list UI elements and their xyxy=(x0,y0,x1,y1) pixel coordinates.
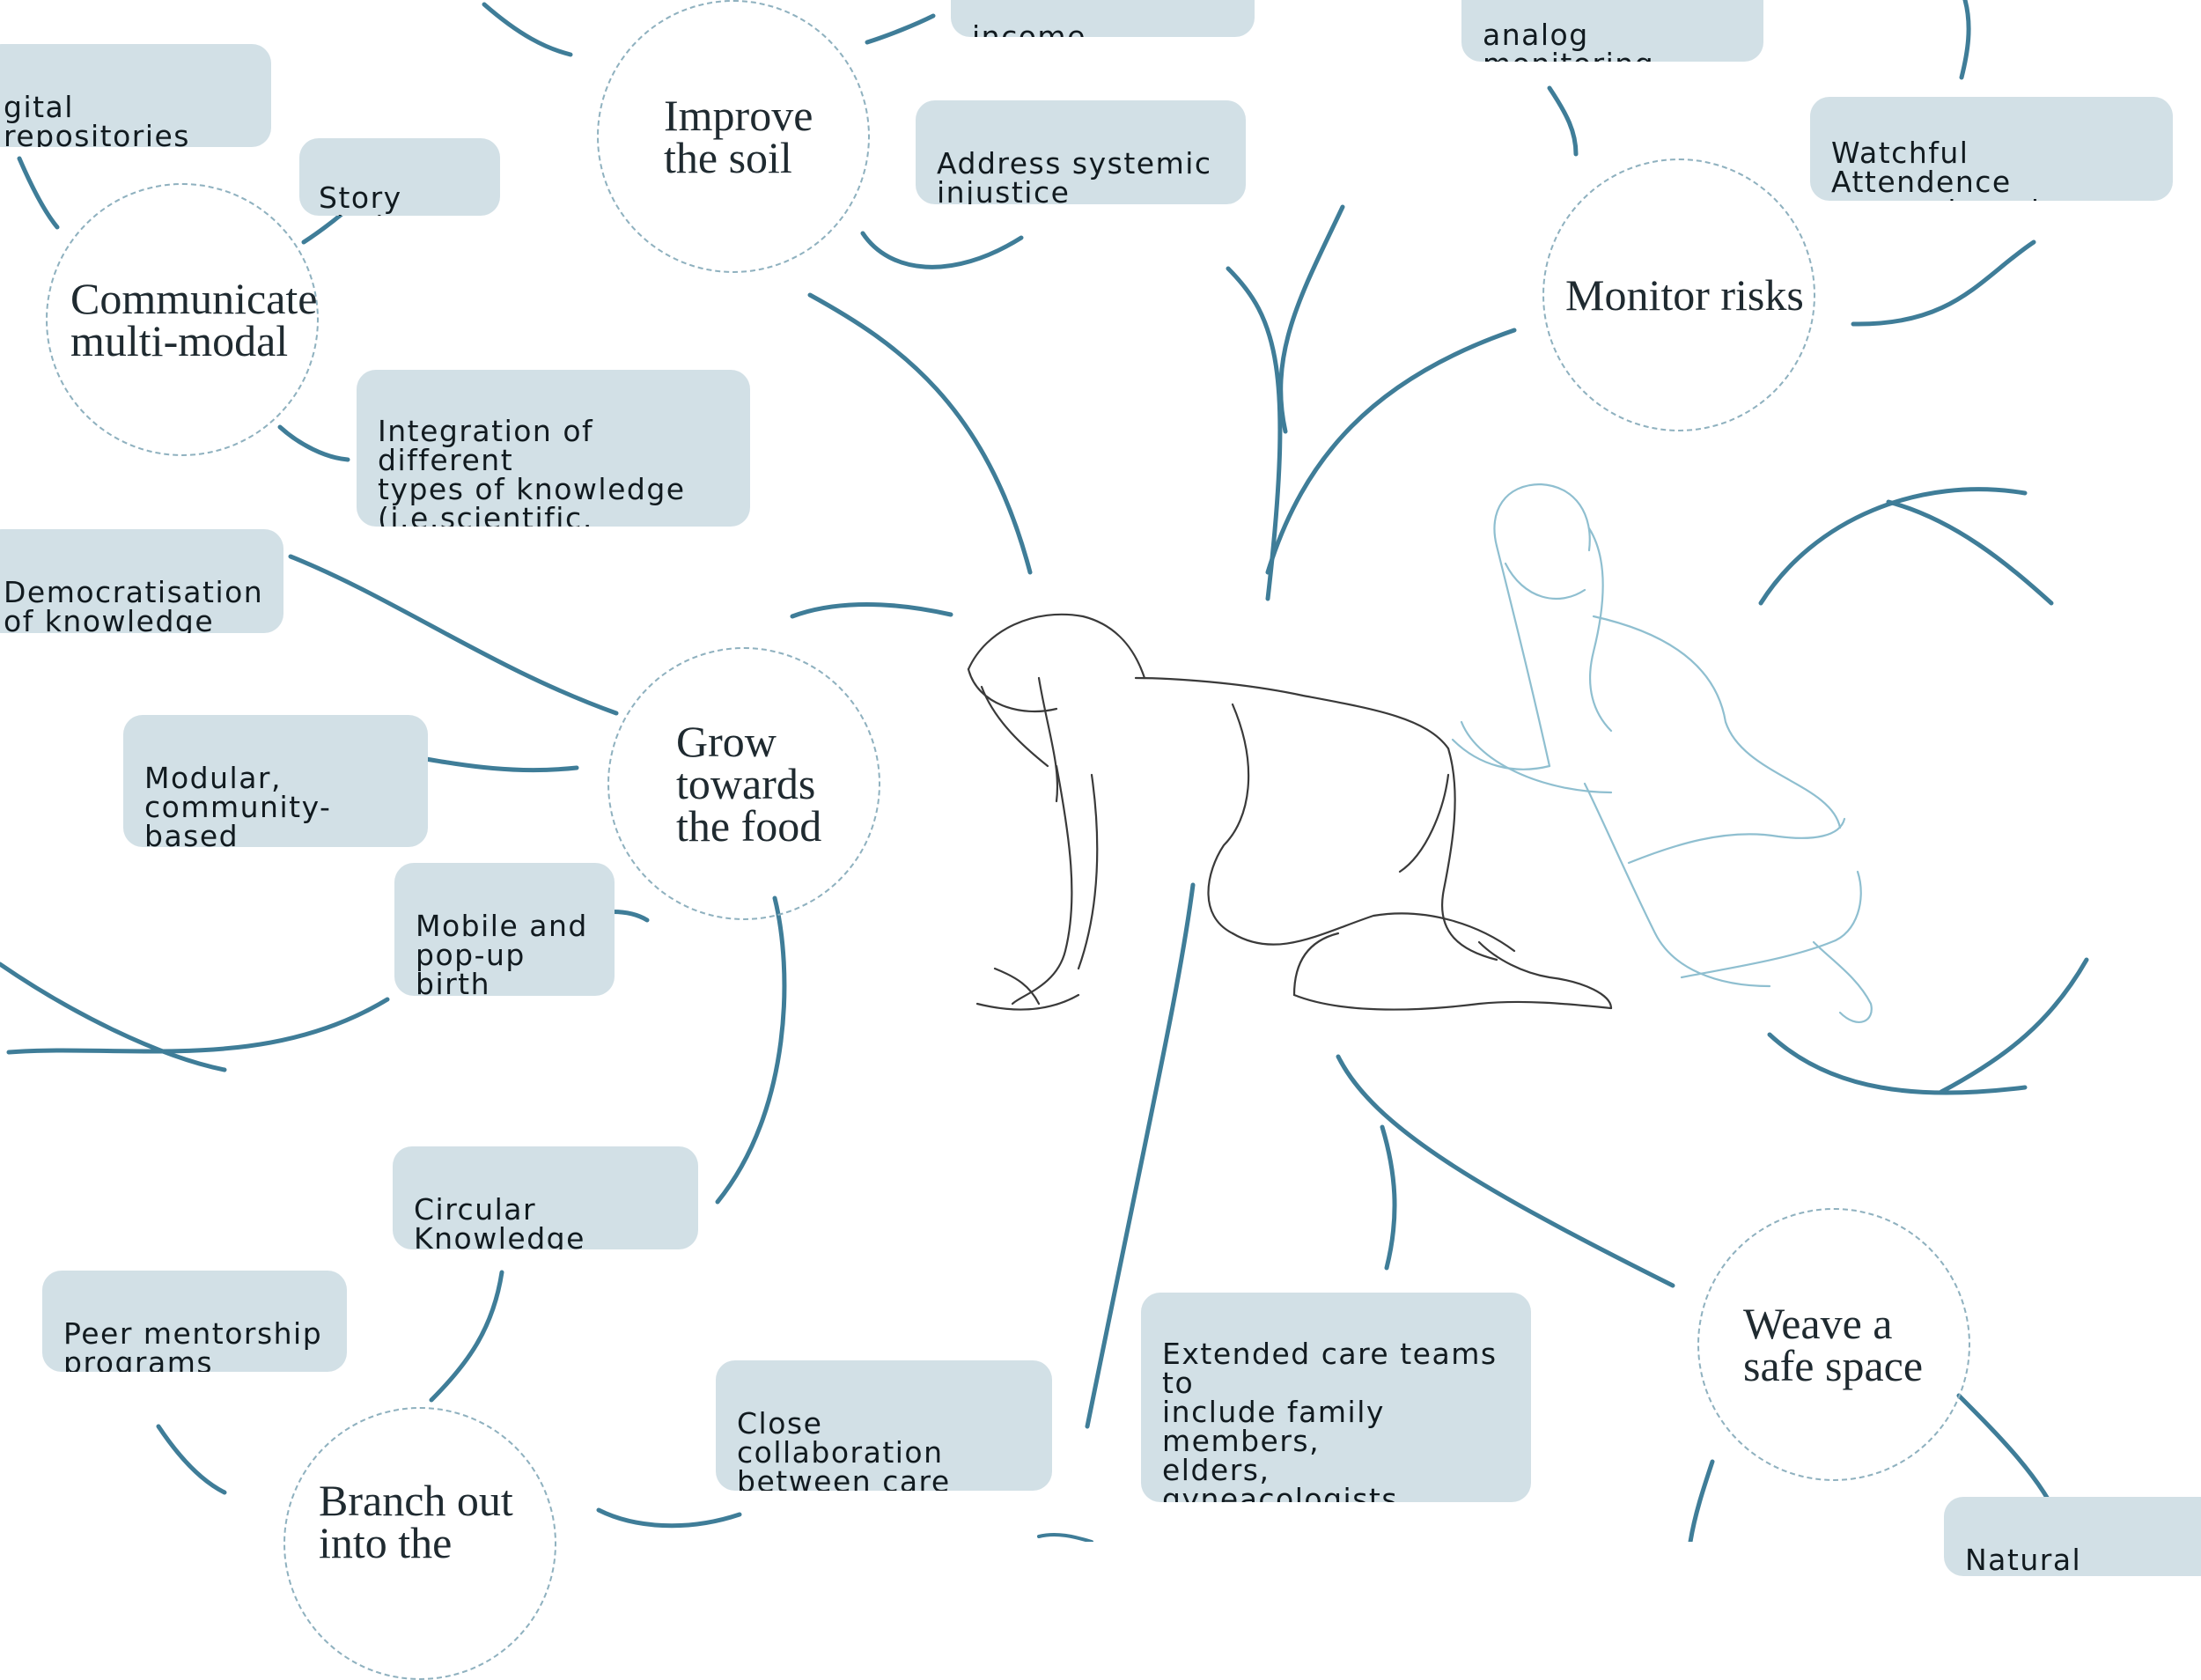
box-circular-knowledge-systems[interactable]: Circular Knowledge Systems xyxy=(393,1146,698,1249)
box-peer-mentorship-programs[interactable]: Peer mentorship programs xyxy=(42,1271,347,1372)
node-communicate-multi-modal[interactable]: Communicate multi-modal xyxy=(46,183,319,456)
box-digital-repositories[interactable]: gital repositories xyxy=(0,44,271,147)
box-watchful-attendance[interactable]: Watchful Attendence as non-invasive birt… xyxy=(1810,97,2173,201)
box-story-circles[interactable]: Story circles xyxy=(299,138,500,216)
box-democratisation-of-knowledge[interactable]: Democratisation of knowledge xyxy=(0,529,283,633)
box-extended-care-teams[interactable]: Extended care teams to include family me… xyxy=(1141,1293,1531,1502)
node-monitor-risks[interactable]: Monitor risks xyxy=(1542,158,1815,431)
box-address-systemic-injustice[interactable]: Address systemic injustice xyxy=(916,100,1246,204)
node-branch-out[interactable]: Branch out into the xyxy=(283,1407,556,1680)
box-analog-monitoring-technologies[interactable]: analog monitoring technologies xyxy=(1461,0,1763,62)
box-mobile-birth-centers[interactable]: Mobile and pop-up birth centers xyxy=(394,863,615,996)
attendant-illustration xyxy=(1451,483,1873,1023)
node-improve-soil[interactable]: Improve the soil xyxy=(597,0,870,273)
box-integration-of-knowledge[interactable]: Integration of different types of knowle… xyxy=(357,370,750,527)
pregnant-person-illustration xyxy=(967,613,1613,1011)
box-income[interactable]: income xyxy=(951,0,1255,37)
node-weave-a-safe-space[interactable]: Weave a safe space xyxy=(1697,1208,1970,1481)
node-grow-towards-the-food[interactable]: Grow towards the food xyxy=(607,647,880,920)
box-modular-care-hubs[interactable]: Modular, community-based care hubs xyxy=(123,715,428,847)
box-natural-outdoor[interactable]: Natural outdoor xyxy=(1944,1497,2201,1576)
box-close-collaboration[interactable]: Close collaboration between care provide… xyxy=(716,1360,1052,1491)
